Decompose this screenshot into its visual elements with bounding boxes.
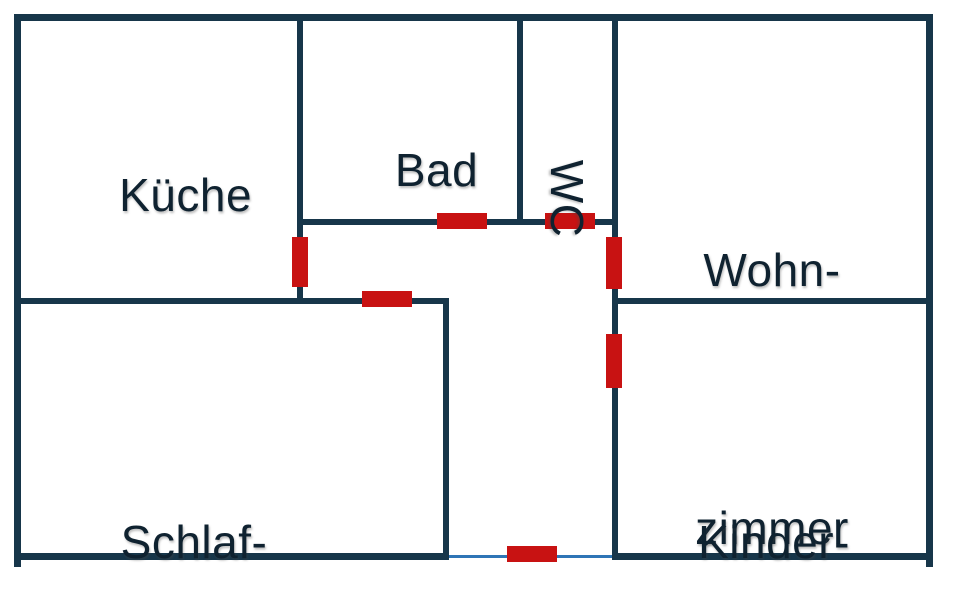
wall-outer-bottom-right [612,553,933,560]
door-kueche [292,237,308,287]
wohnzimmer-text-line1: Wohn- [703,244,841,296]
door-entrance [507,546,557,562]
room-label-wohnzimmer: Wohn- zimmer [618,55,926,593]
wall-schlafzimmer-hall [443,298,449,560]
wall-bad-wc [517,14,523,225]
kinderzimmer-text-line1: Kinder- [698,516,850,568]
room-label-kinderzimmer: Kinder- zimmer [618,322,930,593]
wohnzimmer-text-line2: zimmer [695,502,849,554]
schlafzimmer-text-line1: Schlaf- [120,516,268,568]
wall-outer-top [14,14,933,21]
wall-kueche-schlafzimmer [14,298,449,304]
room-label-schlafzimmer: Schlaf- zimmer [24,322,364,593]
wc-text: WC [541,159,593,238]
door-wc [545,213,595,229]
kueche-text: Küche [119,169,253,221]
wall-outer-left [14,14,21,567]
wall-kueche-hall [297,14,303,304]
door-schlafzimmer [362,291,412,307]
bad-text: Bad [394,144,479,196]
door-kinderzimmer [606,334,622,388]
door-bad [437,213,487,229]
room-label-bad: Bad [303,80,517,260]
wall-wohnzimmer-kinderzimmer [612,298,933,304]
room-label-kueche: Küche [24,105,294,285]
door-wohnzimmer [606,237,622,289]
wall-outer-right [926,14,933,567]
wall-outer-bottom-left [14,553,449,560]
